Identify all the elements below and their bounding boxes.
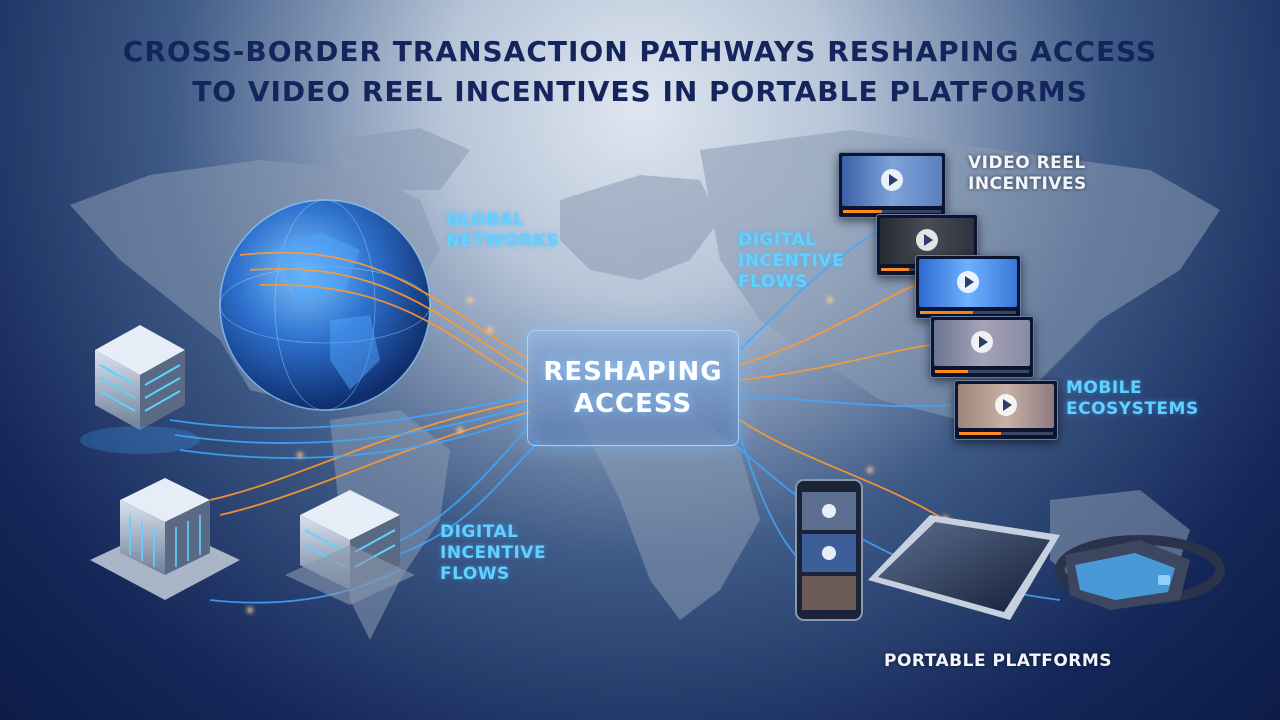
orange-flows [209,251,946,521]
tablet-icon [868,515,1060,620]
label-digital-incentive-flows-left: DIGITAL INCENTIVE FLOWS [440,522,547,584]
video-player-icon [930,316,1034,378]
label-global-networks: GLOBAL NETWORKS [446,210,560,251]
hub-line-1: RESHAPING [543,357,723,387]
hub-line-2: ACCESS [573,389,693,419]
title-line-2: TO VIDEO REEL INCENTIVES IN PORTABLE PLA… [192,75,1088,108]
title-line-1: CROSS-BORDER TRANSACTION PATHWAYS RESHAP… [122,35,1158,68]
smartphone-icon [795,479,863,621]
label-portable-platforms: PORTABLE PLATFORMS [884,651,1113,671]
globe-icon [219,199,431,411]
vr-headset-icon [1055,535,1225,610]
video-player-icon [954,380,1058,440]
datacenter-icon [90,478,240,600]
page-title: CROSS-BORDER TRANSACTION PATHWAYS RESHAP… [0,32,1280,112]
reshaping-access-hub: RESHAPING ACCESS [527,330,739,446]
video-player-icon [838,152,946,218]
video-player-icon [915,255,1021,319]
server-stack-icon [80,325,200,454]
label-mobile-ecosystems: MOBILE ECOSYSTEMS [1066,378,1199,419]
label-digital-incentive-flows-right: DIGITAL INCENTIVE FLOWS [738,230,845,292]
europe-shape [560,175,720,280]
label-video-reel-incentives: VIDEO REEL INCENTIVES [968,153,1087,194]
server-stack-icon [285,490,415,605]
greenland-shape [330,128,470,190]
africa-shape [580,410,760,620]
